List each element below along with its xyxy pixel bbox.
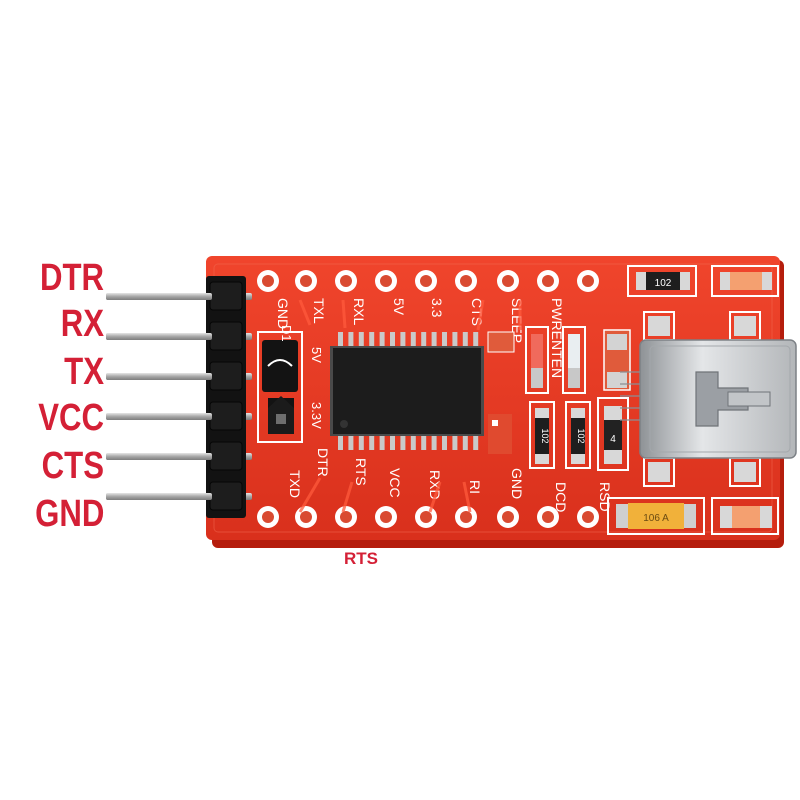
- bottom-pin-label: RI: [467, 480, 483, 494]
- top-pad: [497, 270, 519, 292]
- callout-cts: CTS: [41, 445, 104, 487]
- top-pin-label: TXL: [311, 298, 327, 324]
- top-pin-label: PWRENTEN: [549, 298, 565, 378]
- bottom-pin-label: RXD: [427, 470, 443, 500]
- ftdi-chip: [330, 332, 484, 450]
- bottom-pin-label: VCC: [387, 468, 403, 498]
- top-pad: [455, 270, 477, 292]
- smd-resistors: [529, 265, 779, 471]
- resistor-marking-2: 102: [540, 428, 550, 443]
- callout-vcc: VCC: [38, 397, 104, 439]
- jumper-label-5v: 5V: [309, 347, 324, 363]
- bottom-pin-label: DCD: [553, 482, 569, 512]
- callout-rts-bottom: RTS: [344, 549, 378, 568]
- bottom-pad: [295, 506, 317, 528]
- top-pin-label: 3.3: [429, 298, 445, 318]
- top-pad: [335, 270, 357, 292]
- top-pad: [537, 270, 559, 292]
- bottom-pad: [257, 506, 279, 528]
- bottom-pad: [415, 506, 437, 528]
- resistor-marking-1: 102: [655, 278, 672, 289]
- resistor-marking-3: 102: [576, 428, 586, 443]
- capacitor-marking: 106 A: [643, 513, 669, 524]
- status-leds: [525, 326, 631, 394]
- top-pin-label: 5V: [391, 298, 407, 316]
- top-pin-label: GND: [275, 298, 291, 329]
- voltage-jumper: [257, 331, 303, 443]
- bottom-pad: [497, 506, 519, 528]
- pin-header: [106, 276, 252, 518]
- bottom-pin-label: GND: [509, 468, 525, 499]
- top-pad: [257, 270, 279, 292]
- smd-pads: [487, 331, 515, 454]
- bottom-pin-label: RTS: [353, 458, 369, 486]
- diode-marking: 4: [610, 434, 616, 445]
- pcb: [206, 256, 784, 548]
- mini-usb-connector: [620, 311, 797, 487]
- top-pad: [415, 270, 437, 292]
- bottom-pad: [537, 506, 559, 528]
- bottom-pin-label: TXD: [287, 470, 303, 498]
- jumper-label-d1: D1: [279, 325, 294, 342]
- bottom-pad: [375, 506, 397, 528]
- top-pin-row: [257, 270, 599, 292]
- callout-rx: RX: [60, 303, 104, 345]
- pcb-traces: [298, 299, 522, 513]
- callout-dtr: DTR: [39, 257, 104, 299]
- callout-tx: TX: [64, 351, 104, 393]
- top-pad: [577, 270, 599, 292]
- bottom-pin-label: DTR: [315, 448, 331, 477]
- top-pad: [295, 270, 317, 292]
- bottom-pad: [577, 506, 599, 528]
- bottom-pin-row: [257, 506, 599, 528]
- bottom-pad: [335, 506, 357, 528]
- jumper-label-3v3: 3.3V: [309, 402, 324, 429]
- top-pin-label: RXL: [351, 298, 367, 325]
- bottom-pad: [455, 506, 477, 528]
- tantalum-capacitor: [607, 497, 779, 535]
- top-pad: [375, 270, 397, 292]
- callout-gnd: GND: [35, 493, 105, 535]
- bottom-pin-label: RSD: [597, 482, 613, 512]
